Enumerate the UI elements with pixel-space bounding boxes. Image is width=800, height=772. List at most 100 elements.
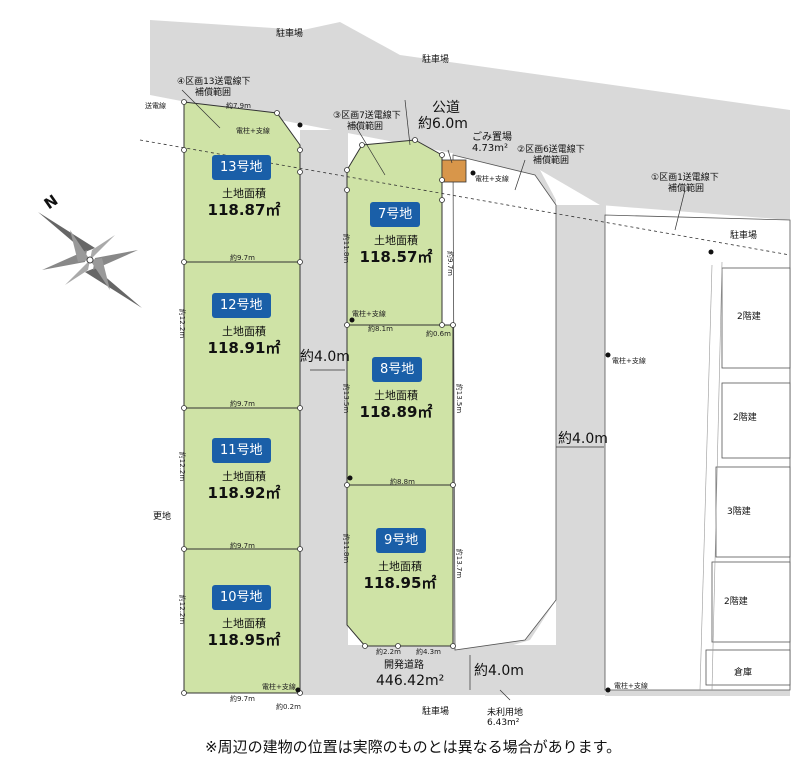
label-public-road: 公道	[432, 100, 460, 116]
lot-8	[346, 324, 454, 486]
lot-13-area-value: 118.87㎡	[207, 201, 281, 220]
label-pole-5: 電柱+支線	[614, 682, 648, 690]
road-left	[300, 130, 348, 690]
dim-13-5-b: 約13.5m	[455, 383, 464, 414]
lot-8-area-value: 118.89㎡	[359, 403, 433, 422]
dim-9-7-b: 約9.7m	[230, 400, 255, 408]
lot-9-area-label: 土地面積	[378, 560, 422, 573]
lot-10-area-value: 118.95㎡	[207, 631, 281, 650]
lot-8-area-label: 土地面積	[374, 389, 418, 402]
lot-12	[183, 261, 301, 409]
lot-9-badge[interactable]: 9号地	[376, 528, 427, 553]
lot-8-area: 土地面積 118.89㎡	[358, 389, 434, 423]
lot-7-badge[interactable]: 7号地	[370, 202, 421, 227]
dim-0-2: 約0.2m	[276, 703, 301, 711]
label-public-road-width: 約6.0m	[418, 116, 468, 132]
lot-10	[183, 548, 301, 694]
label-zone4b: 補償範囲	[195, 88, 232, 98]
lot-10-badge[interactable]: 10号地	[212, 585, 271, 610]
garbage-area	[441, 159, 467, 183]
road-right	[556, 205, 606, 695]
label-zone1b: 補償範囲	[668, 184, 705, 194]
dim-12-2-a: 約12.2m	[178, 308, 187, 339]
lot-9-area-value: 118.95㎡	[363, 574, 437, 593]
label-garbage-title: ごみ置場	[472, 132, 512, 143]
lot-7-area-value: 118.57㎡	[359, 248, 433, 267]
lot-12-area: 土地面積 118.91㎡	[206, 325, 282, 359]
label-pole-4: 電柱+支線	[612, 357, 646, 365]
label-zone3: ③区画7送電線下	[333, 111, 401, 121]
compass-rose-icon	[38, 212, 142, 308]
dim-9-7-a: 約9.7m	[230, 254, 255, 262]
dim-13-7: 約13.7m	[455, 548, 464, 579]
label-road-mid-width: 約4.0m	[558, 431, 608, 447]
lot-12-area-value: 118.91㎡	[207, 339, 281, 358]
lot-7-area-label: 土地面積	[374, 234, 418, 247]
dim-8-1: 約8.1m	[368, 325, 393, 333]
lot-13-badge[interactable]: 13号地	[212, 155, 271, 180]
label-road-left-width: 約4.0m	[300, 349, 350, 365]
dim-11-8-a: 約11.8m	[342, 233, 351, 264]
lot-13-area-label: 土地面積	[222, 187, 266, 200]
dim-9-7-e: 約9.7m	[445, 251, 454, 276]
label-parking-top: 駐車場	[276, 29, 304, 39]
lot-7	[346, 139, 443, 326]
label-parking-bottom: 駐車場	[422, 707, 450, 717]
label-bldg-3: 3階建	[727, 507, 751, 517]
label-pole-2: 電柱+支線	[352, 310, 386, 318]
label-dev-road-area: 446.42m²	[376, 673, 445, 689]
label-zone4: ④区画13送電線下	[177, 77, 251, 87]
public-road	[150, 20, 790, 220]
lot-7-area: 土地面積 118.57㎡	[358, 234, 434, 268]
label-pole-6: 電柱+支線	[262, 683, 296, 691]
dim-13-5-a: 約13.5m	[342, 383, 351, 414]
dim-9-7-d: 約9.7m	[230, 695, 255, 703]
dim-11-8-b: 約11.8m	[342, 533, 351, 564]
lot-11-badge[interactable]: 11号地	[212, 438, 271, 463]
lot-11-area-label: 土地面積	[222, 470, 266, 483]
lot-10-area: 土地面積 118.95㎡	[206, 617, 282, 651]
lot-13-area: 土地面積 118.87㎡	[206, 187, 282, 221]
lot-12-area-label: 土地面積	[222, 325, 266, 338]
lot-11-area: 土地面積 118.92㎡	[206, 470, 282, 504]
label-warehouse: 倉庫	[734, 668, 753, 678]
label-zone3b: 補償範囲	[347, 122, 384, 132]
label-parking-right: 駐車場	[730, 231, 758, 241]
lot-11	[183, 407, 301, 550]
label-unused-area: 6.43m²	[487, 718, 520, 728]
label-powerline: 送電線	[145, 102, 166, 110]
lot-11-area-value: 118.92㎡	[207, 484, 281, 503]
label-bldg-4: 2階建	[724, 597, 748, 607]
road-bottom	[300, 645, 606, 695]
label-zone2: ②区画6送電線下	[517, 145, 585, 155]
dim-4-3: 約4.3m	[416, 648, 441, 656]
label-parking-top2: 駐車場	[422, 55, 450, 65]
lot-12-badge[interactable]: 12号地	[212, 293, 271, 318]
label-bldg-1: 2階建	[737, 312, 761, 322]
footnote: ※周辺の建物の位置は実際のものとは異なる場合があります。	[205, 738, 622, 756]
label-pole-1: 電柱+支線	[236, 127, 270, 135]
road-bottom-strip	[605, 690, 790, 696]
label-zone1: ①区画1送電線下	[651, 173, 719, 183]
lot-8-badge[interactable]: 8号地	[372, 357, 423, 382]
label-garbage-area: 4.73m²	[472, 143, 509, 154]
dim-12-2-b: 約12.2m	[178, 451, 187, 482]
dim-2-2: 約2.2m	[376, 648, 401, 656]
label-sarachi: 更地	[153, 512, 172, 522]
dim-12-2-c: 約12.2m	[178, 594, 187, 625]
label-road-bottom-width: 約4.0m	[474, 663, 524, 679]
dim-7-9: 約7.9m	[226, 102, 251, 110]
lot-13	[183, 101, 301, 263]
label-bldg-2: 2階建	[733, 413, 757, 423]
lot-10-area-label: 土地面積	[222, 617, 266, 630]
label-unused: 未利用地	[487, 708, 524, 718]
dim-9-7-c: 約9.7m	[230, 542, 255, 550]
lot-9	[346, 484, 454, 647]
dim-8-8: 約8.8m	[390, 478, 415, 486]
label-zone2b: 補償範囲	[533, 156, 570, 166]
lot-9-area: 土地面積 118.95㎡	[362, 560, 438, 594]
label-dev-road: 開発道路	[384, 660, 424, 671]
dim-0-6: 約0.6m	[426, 330, 451, 338]
